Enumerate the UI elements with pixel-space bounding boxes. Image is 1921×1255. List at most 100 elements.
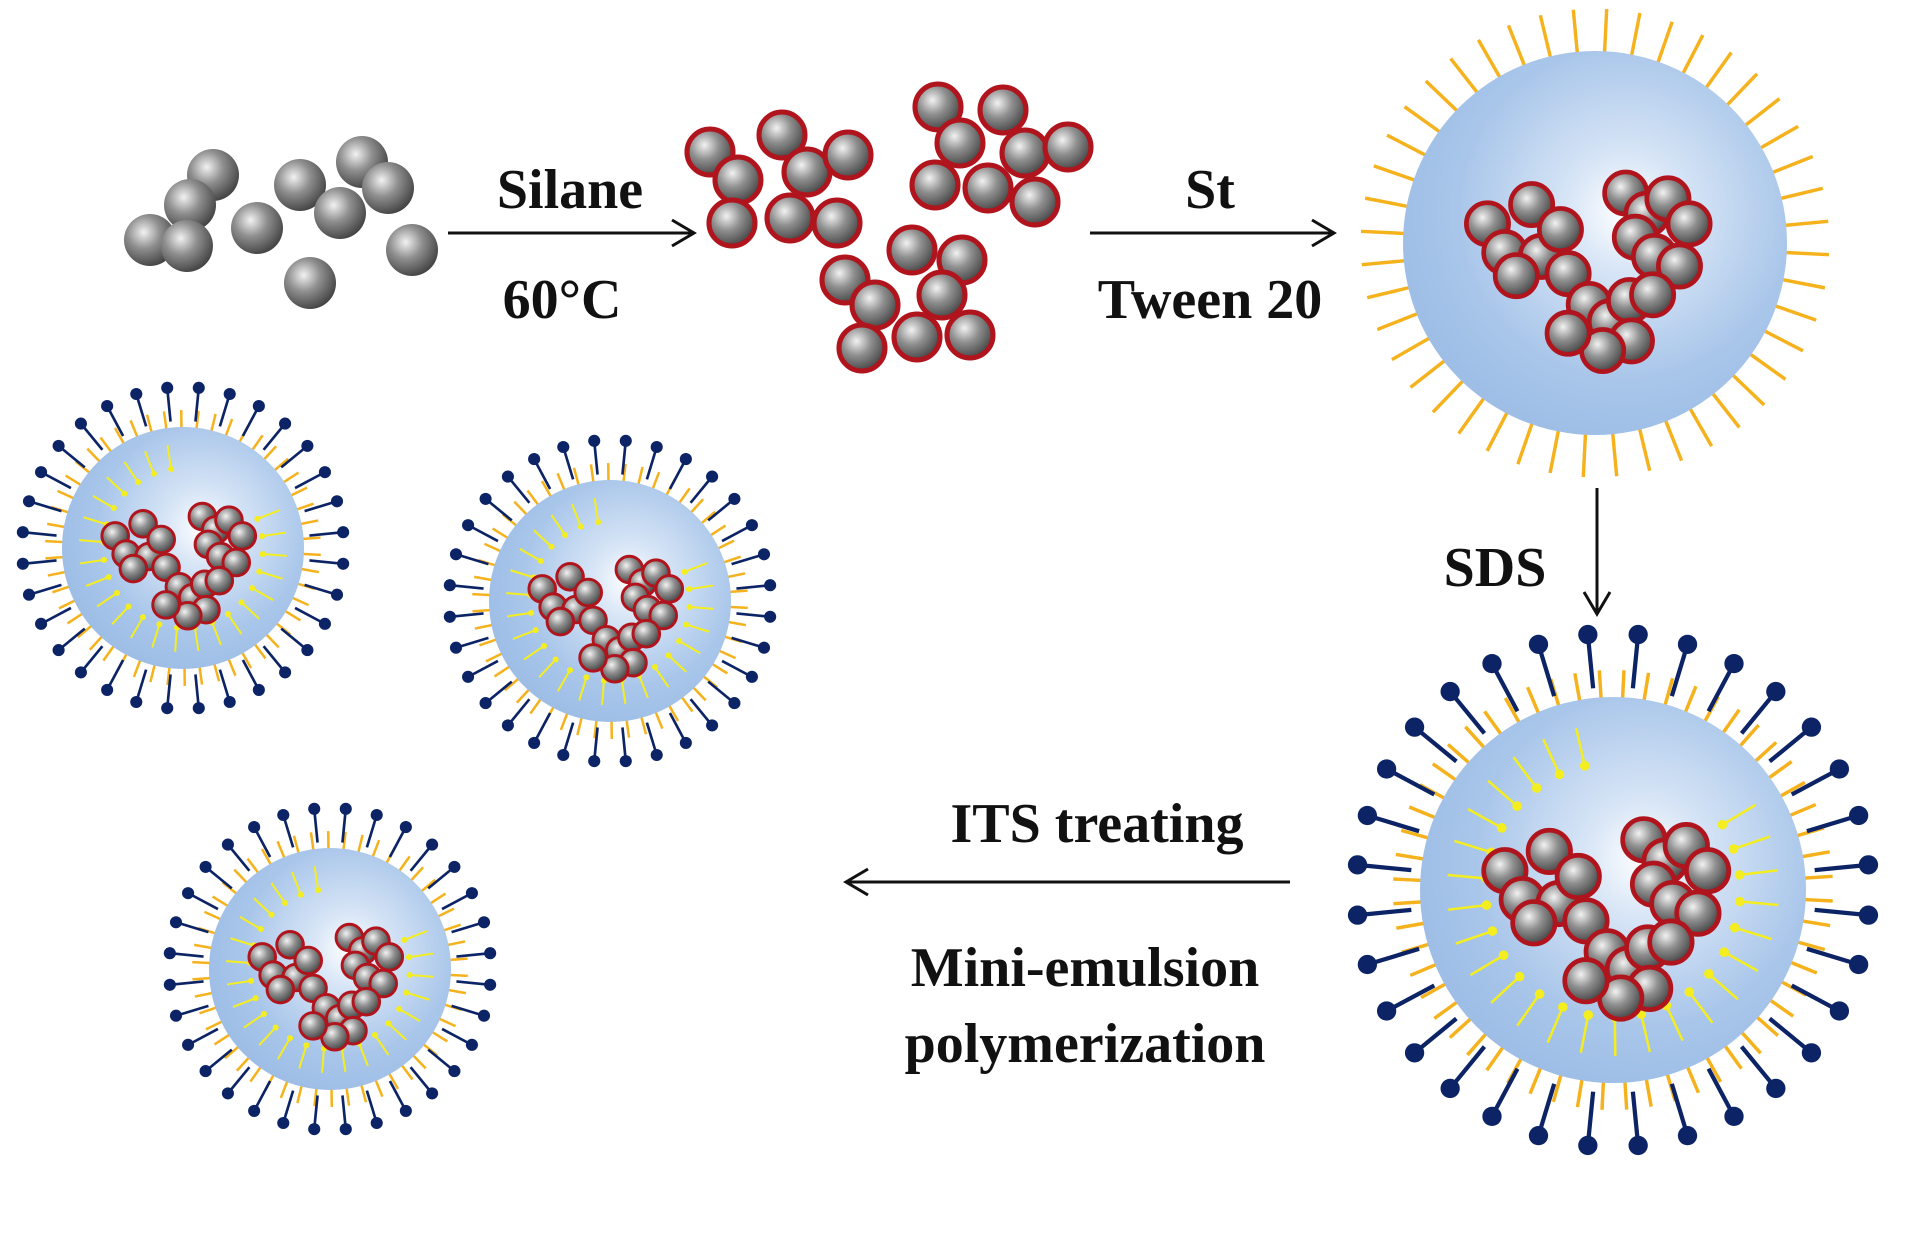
sds-head: [501, 719, 514, 732]
its-head: [297, 891, 304, 898]
sds-head: [1801, 717, 1822, 737]
its-head: [1534, 989, 1545, 999]
sds-head: [1628, 624, 1648, 645]
silane-coated-particle: [298, 1011, 328, 1041]
its-chain: [83, 516, 108, 526]
sds-head: [449, 641, 463, 654]
its-head: [396, 1005, 403, 1013]
its-chain: [277, 1037, 291, 1060]
sds-head: [330, 495, 344, 508]
droplets-layer: [16, 8, 1879, 1156]
step1-reagent-label: Silane: [496, 159, 644, 221]
its-head: [238, 599, 245, 606]
silane-coated-particle: [849, 279, 901, 331]
its-chain: [1739, 869, 1778, 877]
silane-coated-particle: [962, 162, 1014, 214]
silane-coated-particle: [351, 986, 382, 1017]
its-chain: [251, 587, 274, 601]
sds-head: [1528, 634, 1549, 655]
its-chain: [387, 1022, 407, 1041]
its-chain: [1733, 835, 1771, 851]
its-chain: [123, 461, 139, 483]
sds-head: [169, 916, 183, 929]
sds-head: [1578, 1135, 1598, 1156]
its-head: [683, 621, 690, 628]
its-chain: [144, 450, 155, 475]
its-chain: [1467, 807, 1503, 829]
sds-head: [339, 1123, 352, 1136]
step2-monomer-label: St: [1185, 159, 1235, 221]
silane-coated-particle: [1665, 200, 1713, 248]
silane-coated-particle: [573, 577, 603, 608]
sds-head: [1376, 759, 1397, 779]
its-chain: [519, 548, 542, 562]
its-head: [282, 899, 289, 907]
sds-head: [16, 526, 29, 539]
its-head: [532, 627, 539, 634]
step1-temperature-label: 60°C: [502, 269, 622, 331]
sds-head: [465, 887, 478, 900]
sds-head: [1440, 1078, 1460, 1099]
sds-head: [330, 588, 344, 601]
sds-head: [318, 466, 331, 479]
step4-method-label-line2: polymerization: [904, 1013, 1266, 1075]
its-head: [100, 556, 108, 563]
sds-head: [1347, 855, 1368, 875]
sds-head: [169, 1009, 183, 1022]
sds-head: [1482, 1106, 1502, 1127]
its-chain: [1640, 1013, 1652, 1053]
its-head: [1704, 969, 1714, 979]
its-head: [125, 603, 132, 610]
silane-coated-particle: [648, 600, 679, 631]
its-chain: [166, 444, 173, 470]
sds-head: [337, 557, 350, 570]
sds-head: [221, 1087, 234, 1100]
sds-head: [277, 808, 290, 822]
its-chain: [654, 666, 670, 688]
its-head: [685, 586, 693, 593]
silane-coated-particle: [1656, 242, 1703, 290]
bare-particle: [362, 162, 414, 214]
its-head: [268, 911, 275, 918]
its-chain: [79, 539, 104, 543]
step2-surfactant-label: Tween 20: [1097, 269, 1323, 331]
sds-head: [706, 470, 719, 483]
its-head: [403, 989, 410, 996]
sds-head: [1829, 759, 1850, 779]
its-head: [1728, 844, 1739, 854]
sds-head: [35, 466, 48, 479]
its-chain: [340, 1047, 347, 1073]
styrene-droplet: [209, 848, 451, 1090]
its-chain: [398, 1008, 421, 1022]
its-head: [1514, 971, 1525, 982]
its-chain: [1469, 954, 1505, 977]
silane-coated-particle: [204, 565, 235, 596]
its-chain: [688, 584, 714, 591]
sds-head: [192, 381, 205, 394]
its-head: [168, 465, 175, 473]
arrow-silane: [448, 218, 697, 248]
its-head: [527, 609, 535, 616]
its-chain: [174, 627, 178, 652]
sds-head: [619, 434, 632, 447]
sds-head: [1766, 681, 1786, 702]
sds-head: [1848, 954, 1869, 975]
its-head: [595, 518, 602, 526]
sds-head: [728, 697, 741, 710]
sds-head: [1724, 1106, 1744, 1127]
silane-coated-particle: [368, 968, 399, 999]
silane-coated-particle: [891, 311, 943, 363]
silane-coated-particle: [1674, 889, 1722, 937]
its-chain: [262, 553, 287, 557]
step3-surfactant-label: SDS: [1443, 537, 1547, 599]
bare-particle: [164, 179, 216, 231]
its-head: [303, 1042, 310, 1049]
silane-coated-particle: [706, 197, 758, 249]
sds-head: [745, 670, 758, 683]
arrow-st: [1090, 218, 1337, 248]
its-head: [1558, 1002, 1568, 1012]
its-chain: [685, 623, 710, 633]
silane-coated-particle: [293, 945, 323, 976]
sds-head: [221, 838, 234, 851]
its-head: [252, 995, 259, 1002]
